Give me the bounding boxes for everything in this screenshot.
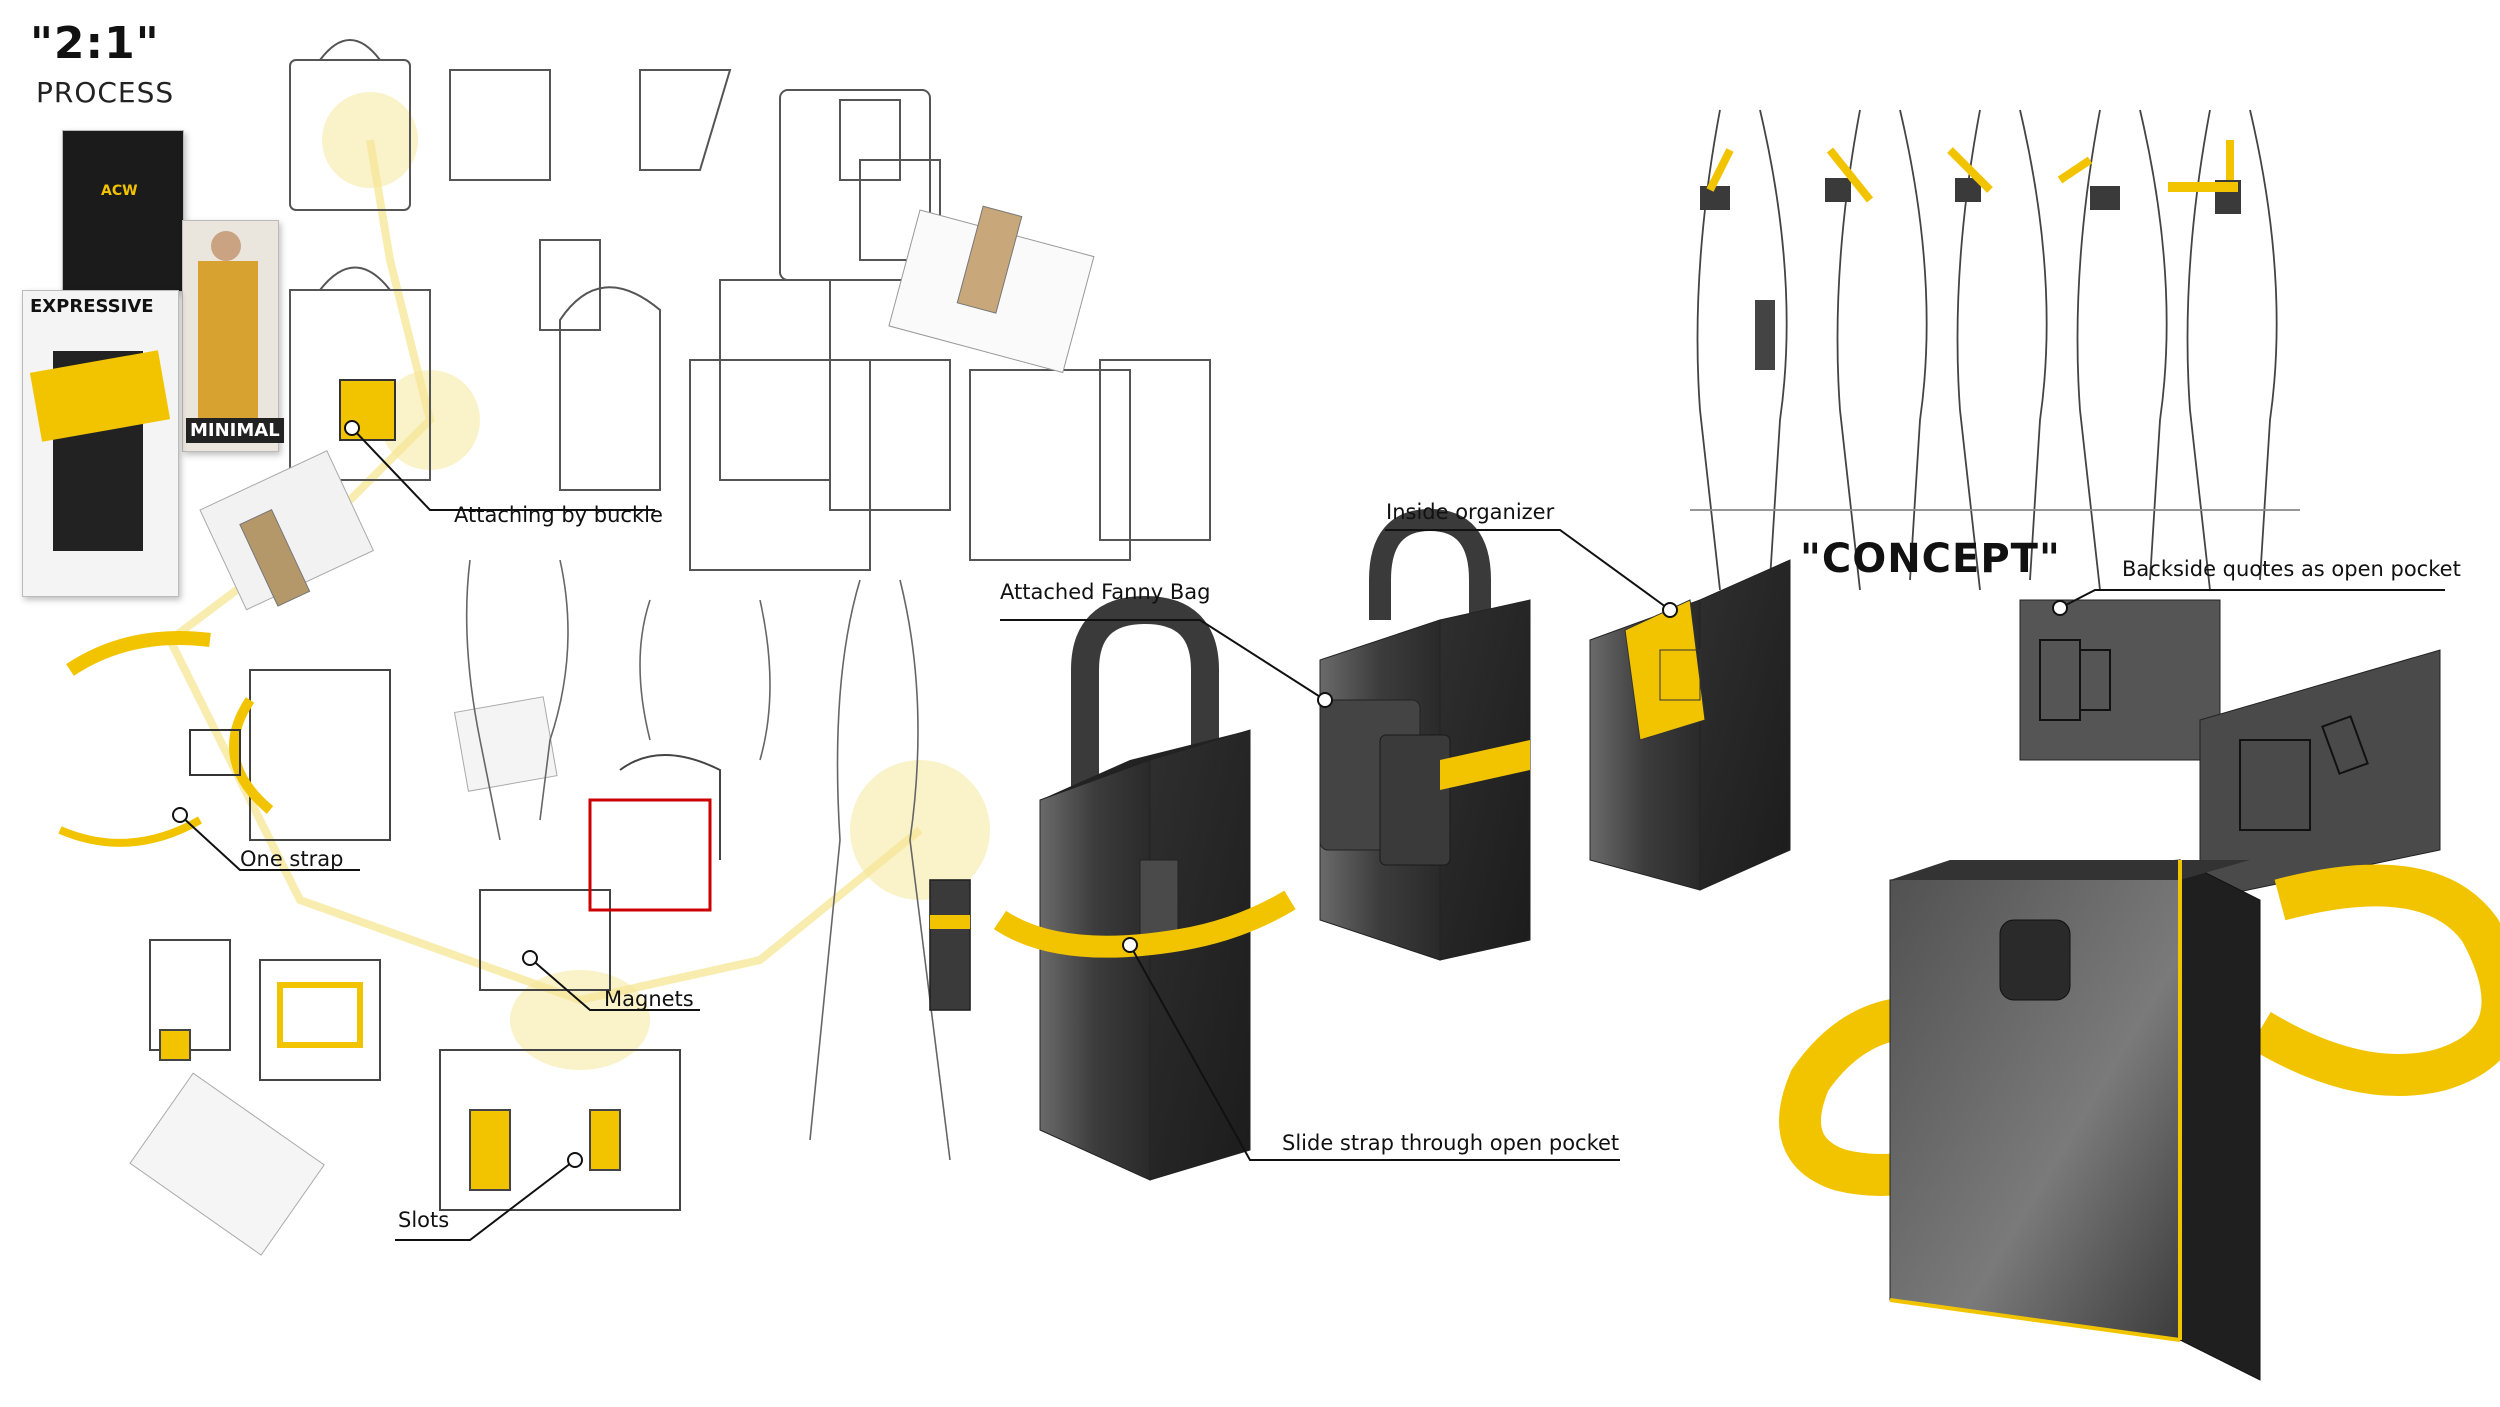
figure-sketches-middle: [465, 559, 971, 1161]
figure-row-accents: [1700, 140, 2241, 370]
leader-lines: [172, 420, 2445, 1241]
tote-bag-2: [1319, 508, 1531, 961]
backside-panels: [2019, 599, 2441, 901]
sketch-bags-left: [289, 39, 1211, 571]
annotation-slide-strap: Slide strap through open pocket: [1282, 1131, 1620, 1155]
expressive-label: EXPRESSIVE: [30, 296, 154, 317]
sketch-straps: [58, 631, 721, 1211]
big-concept-bag: [1779, 859, 2500, 1381]
annotation-magnets: Magnets: [604, 987, 694, 1011]
tote-bag-1: [993, 595, 1296, 1181]
ratio-title: "2:1": [30, 18, 160, 69]
minimal-label: MINIMAL: [186, 418, 284, 443]
photo-expressive: [22, 290, 179, 597]
model-head: [211, 231, 241, 261]
yellow-scarf-shape: [29, 350, 171, 442]
figure-row-top: [1690, 109, 2300, 591]
paper-models: [129, 205, 1095, 1256]
annotation-one-strap: One strap: [240, 847, 344, 871]
annotation-attached-fanny-bag: Attached Fanny Bag: [1000, 580, 1211, 604]
photo-black-jacket: ACW: [62, 130, 184, 292]
jacket-print-text: ACW: [101, 183, 138, 199]
photo-minimal-coat: [182, 220, 279, 452]
process-subtitle: PROCESS: [36, 76, 175, 109]
annotation-backside-quotes: Backside quotes as open pocket: [2122, 557, 2461, 581]
annotation-attaching-by-buckle: Attaching by buckle: [454, 503, 663, 527]
annotation-inside-organizer: Inside organizer: [1386, 500, 1555, 524]
highlight-circles: [322, 92, 990, 1070]
annotation-slots: Slots: [398, 1208, 450, 1232]
concept-label: "CONCEPT": [1800, 536, 2061, 582]
yellow-coat-shape: [198, 261, 258, 441]
tote-bag-3: [1589, 559, 1791, 891]
